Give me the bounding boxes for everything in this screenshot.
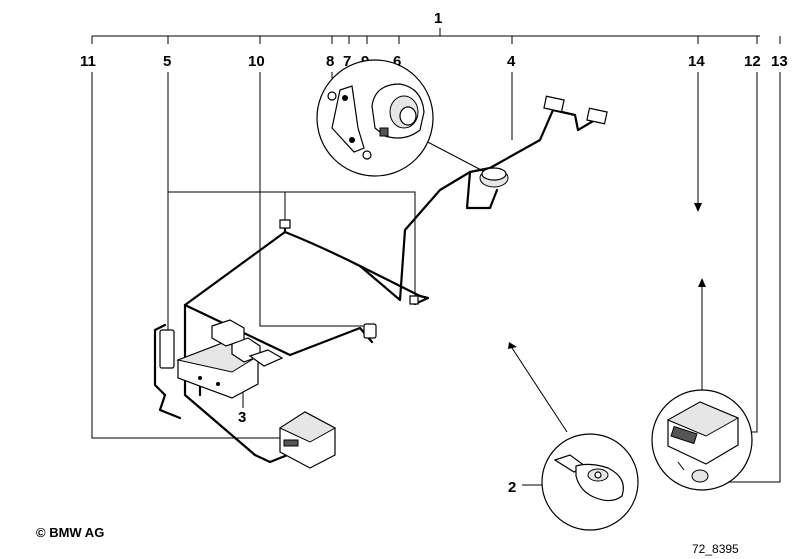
callout-1: 1 <box>434 10 442 27</box>
callout-5: 5 <box>163 53 171 70</box>
key-detail-circle <box>541 433 639 531</box>
callout-4: 4 <box>507 53 516 70</box>
copyright-label: © BMW AG <box>36 525 104 540</box>
callout-2: 2 <box>508 479 516 496</box>
assembly-bracket <box>91 28 781 44</box>
callout-3: 3 <box>238 409 246 426</box>
callout-10: 10 <box>248 53 265 70</box>
module-cluster <box>159 319 284 399</box>
callout-13: 13 <box>771 53 788 70</box>
callout-6: 6 <box>393 53 401 70</box>
siren-detail-circle <box>316 59 434 177</box>
callout-11: 11 <box>80 53 96 70</box>
callout-7: 7 <box>343 53 351 70</box>
callout-12: 12 <box>744 53 761 70</box>
control-unit-box <box>278 411 337 469</box>
callout-14: 14 <box>688 53 705 70</box>
harness-connectors <box>279 95 608 339</box>
alarm-module-detail-circle <box>651 389 753 491</box>
callout-8: 8 <box>326 53 334 70</box>
drawing-id: 72_8395 <box>692 542 739 556</box>
